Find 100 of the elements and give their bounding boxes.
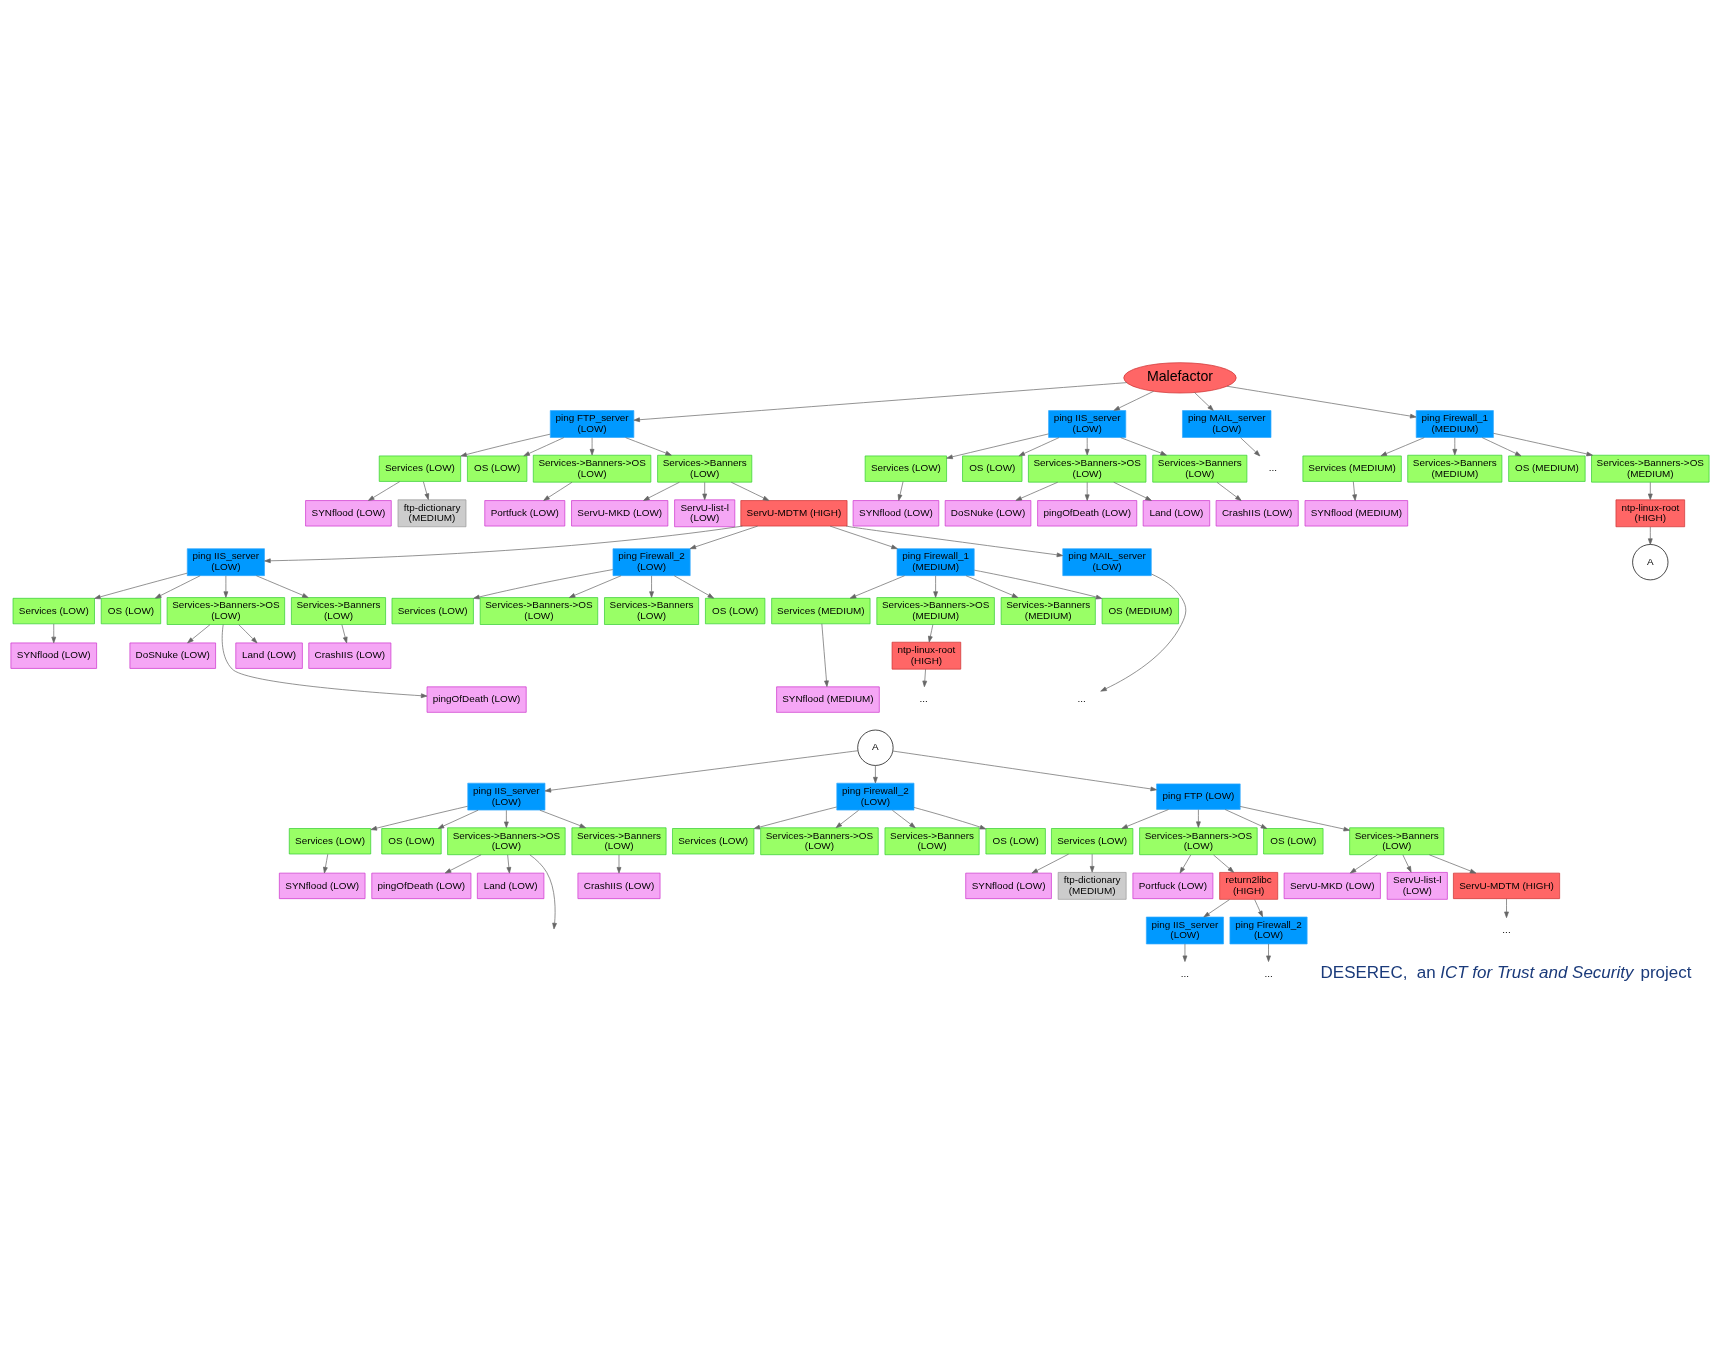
node-text: ... bbox=[1264, 968, 1273, 980]
arrow bbox=[625, 437, 672, 456]
arrow bbox=[444, 854, 482, 874]
node-box: pingOfDeath (LOW) bbox=[1037, 500, 1138, 527]
arrow bbox=[341, 624, 348, 644]
arrow bbox=[1113, 481, 1152, 501]
arrow bbox=[702, 482, 708, 500]
node-box: Portfuck (LOW) bbox=[484, 500, 566, 527]
arrow bbox=[504, 809, 509, 828]
node-box: ping Firewall_2 (LOW) bbox=[1229, 916, 1308, 945]
node-text: ... bbox=[1077, 693, 1086, 705]
node-ellipse: Malefactor bbox=[1123, 362, 1237, 394]
node-text: ... bbox=[919, 693, 928, 705]
arrow bbox=[1203, 899, 1230, 918]
node-box: ServU-MDTM (HIGH) bbox=[740, 500, 848, 527]
arrow bbox=[928, 624, 934, 643]
arrow bbox=[616, 854, 622, 874]
node-box: ping IIS_server (LOW) bbox=[1146, 916, 1224, 945]
node-circle: A bbox=[1632, 544, 1669, 581]
node-box: ServU-MDTM (HIGH) bbox=[1453, 872, 1560, 899]
arrow bbox=[1429, 854, 1477, 874]
node-box: Services (LOW) bbox=[12, 597, 95, 625]
node-box: Portfuck (LOW) bbox=[1132, 872, 1214, 899]
node-text: ... bbox=[1502, 924, 1511, 936]
arrow bbox=[1647, 526, 1653, 545]
node-box: OS (LOW) bbox=[100, 597, 162, 625]
arrow bbox=[1647, 482, 1653, 500]
arrow bbox=[753, 806, 838, 830]
node-box: Services->Banners (MEDIUM) bbox=[1407, 454, 1503, 483]
node-box: SYNflood (MEDIUM) bbox=[1304, 500, 1409, 527]
arrow bbox=[539, 809, 586, 829]
node-box: SYNflood (MEDIUM) bbox=[776, 686, 880, 713]
node-box: Services->Banners->OS (MEDIUM) bbox=[1591, 454, 1710, 483]
arrow bbox=[423, 481, 430, 500]
node-box: SYNflood (LOW) bbox=[10, 642, 97, 669]
arrow bbox=[689, 525, 758, 550]
arrow bbox=[1226, 385, 1417, 419]
node-box: DoSNuke (LOW) bbox=[944, 500, 1032, 527]
arrow bbox=[523, 437, 565, 457]
arrow bbox=[835, 809, 859, 829]
arrow bbox=[568, 575, 622, 598]
arrow bbox=[1084, 437, 1090, 456]
arrow bbox=[544, 750, 859, 793]
node-box: SYNflood (LOW) bbox=[965, 872, 1052, 899]
node-box: ping IIS_server (LOW) bbox=[467, 782, 546, 811]
arrow bbox=[1352, 481, 1357, 501]
arrow bbox=[892, 750, 1157, 792]
node-box: ping MAIL_server (LOW) bbox=[1182, 410, 1272, 438]
node-box: ServU-MKD (LOW) bbox=[1283, 872, 1381, 899]
node-box: OS (LOW) bbox=[962, 455, 1023, 482]
arrow bbox=[673, 575, 715, 599]
arrow bbox=[873, 765, 878, 784]
arrow bbox=[649, 575, 654, 598]
arrow bbox=[368, 481, 401, 501]
node-box: SYNflood (LOW) bbox=[279, 872, 366, 899]
node-box: Services->Banners (LOW) bbox=[571, 827, 667, 856]
node-box: ftp-dictionary (MEDIUM) bbox=[1057, 872, 1127, 900]
arrow bbox=[529, 854, 557, 930]
node-box: ftp-dictionary (MEDIUM) bbox=[397, 499, 467, 528]
node-box: ping IIS_server (LOW) bbox=[186, 548, 265, 576]
arrow bbox=[370, 805, 468, 831]
arrow bbox=[1239, 806, 1350, 832]
node-text: ... bbox=[1268, 462, 1277, 474]
arrow bbox=[965, 575, 1019, 598]
arrow bbox=[1380, 437, 1425, 457]
arrow bbox=[1216, 482, 1242, 501]
arrow bbox=[730, 481, 770, 501]
arrow bbox=[1182, 943, 1188, 962]
node-circle: A bbox=[857, 729, 894, 766]
node-box: Services (LOW) bbox=[672, 828, 755, 855]
node-box: ping MAIL_server (LOW) bbox=[1062, 548, 1152, 576]
arrow bbox=[1113, 390, 1154, 411]
arrow bbox=[256, 575, 309, 598]
arrow bbox=[913, 807, 987, 830]
node-box: pingOfDeath (LOW) bbox=[371, 872, 472, 899]
node-box: Services (MEDIUM) bbox=[1302, 455, 1402, 482]
node-box: OS (LOW) bbox=[1263, 828, 1324, 855]
node-box: SYNflood (LOW) bbox=[852, 500, 940, 527]
node-box: SYNflood (LOW) bbox=[305, 500, 392, 527]
node-box: Services (LOW) bbox=[378, 455, 462, 482]
node-box: Services (LOW) bbox=[864, 455, 947, 482]
arrow bbox=[829, 525, 898, 550]
arrow bbox=[460, 433, 551, 457]
node-box: OS (LOW) bbox=[985, 828, 1046, 855]
node-box: CrashIIS (LOW) bbox=[577, 872, 661, 899]
arrow bbox=[1213, 854, 1234, 873]
node-box: return2libc (HIGH) bbox=[1219, 872, 1279, 900]
arrow bbox=[1179, 854, 1192, 874]
arrow bbox=[1194, 392, 1214, 411]
node-box: Services->Banners (LOW) bbox=[657, 454, 753, 483]
arrow bbox=[1266, 943, 1271, 962]
node-box: CrashIIS (LOW) bbox=[1215, 500, 1299, 527]
node-box: ping FTP_server (LOW) bbox=[549, 410, 635, 438]
node-box: Services->Banners->OS (LOW) bbox=[479, 597, 599, 625]
node-box: OS (MEDIUM) bbox=[1101, 597, 1179, 625]
node-box: Services->Banners (LOW) bbox=[1152, 454, 1248, 483]
node-box: ServU-MKD (LOW) bbox=[571, 500, 669, 527]
node-box: ping Firewall_1 (MEDIUM) bbox=[1415, 410, 1494, 438]
node-box: DoSNuke (LOW) bbox=[129, 642, 216, 669]
arrow bbox=[51, 623, 57, 644]
